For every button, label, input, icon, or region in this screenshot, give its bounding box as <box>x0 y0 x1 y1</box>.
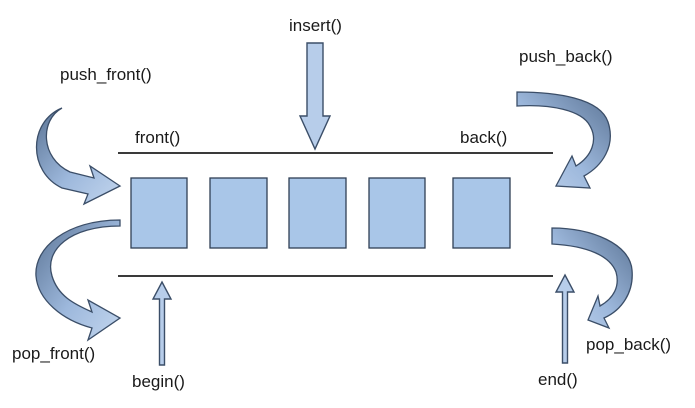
cell-2 <box>209 177 268 249</box>
label-begin: begin() <box>132 372 185 391</box>
label-front: front() <box>135 128 180 147</box>
cell-5 <box>452 177 511 249</box>
insert-arrow <box>298 42 332 151</box>
label-end: end() <box>538 370 578 389</box>
label-back: back() <box>460 128 507 147</box>
cells-group <box>130 177 511 249</box>
label-pop-back: pop_back() <box>586 335 671 354</box>
end-arrow <box>554 273 576 364</box>
label-push-back: push_back() <box>519 47 613 66</box>
cell-1 <box>130 177 188 249</box>
begin-arrow <box>151 280 173 366</box>
label-push-front: push_front() <box>60 65 152 84</box>
label-insert: insert() <box>289 16 342 35</box>
push-back-arrow <box>516 91 611 189</box>
push-front-arrow <box>35 107 122 206</box>
pop-back-arrow <box>551 227 633 330</box>
label-pop-front: pop_front() <box>12 344 95 363</box>
cell-4 <box>368 177 426 249</box>
pop-front-arrow <box>35 219 122 342</box>
cell-3 <box>288 177 347 249</box>
